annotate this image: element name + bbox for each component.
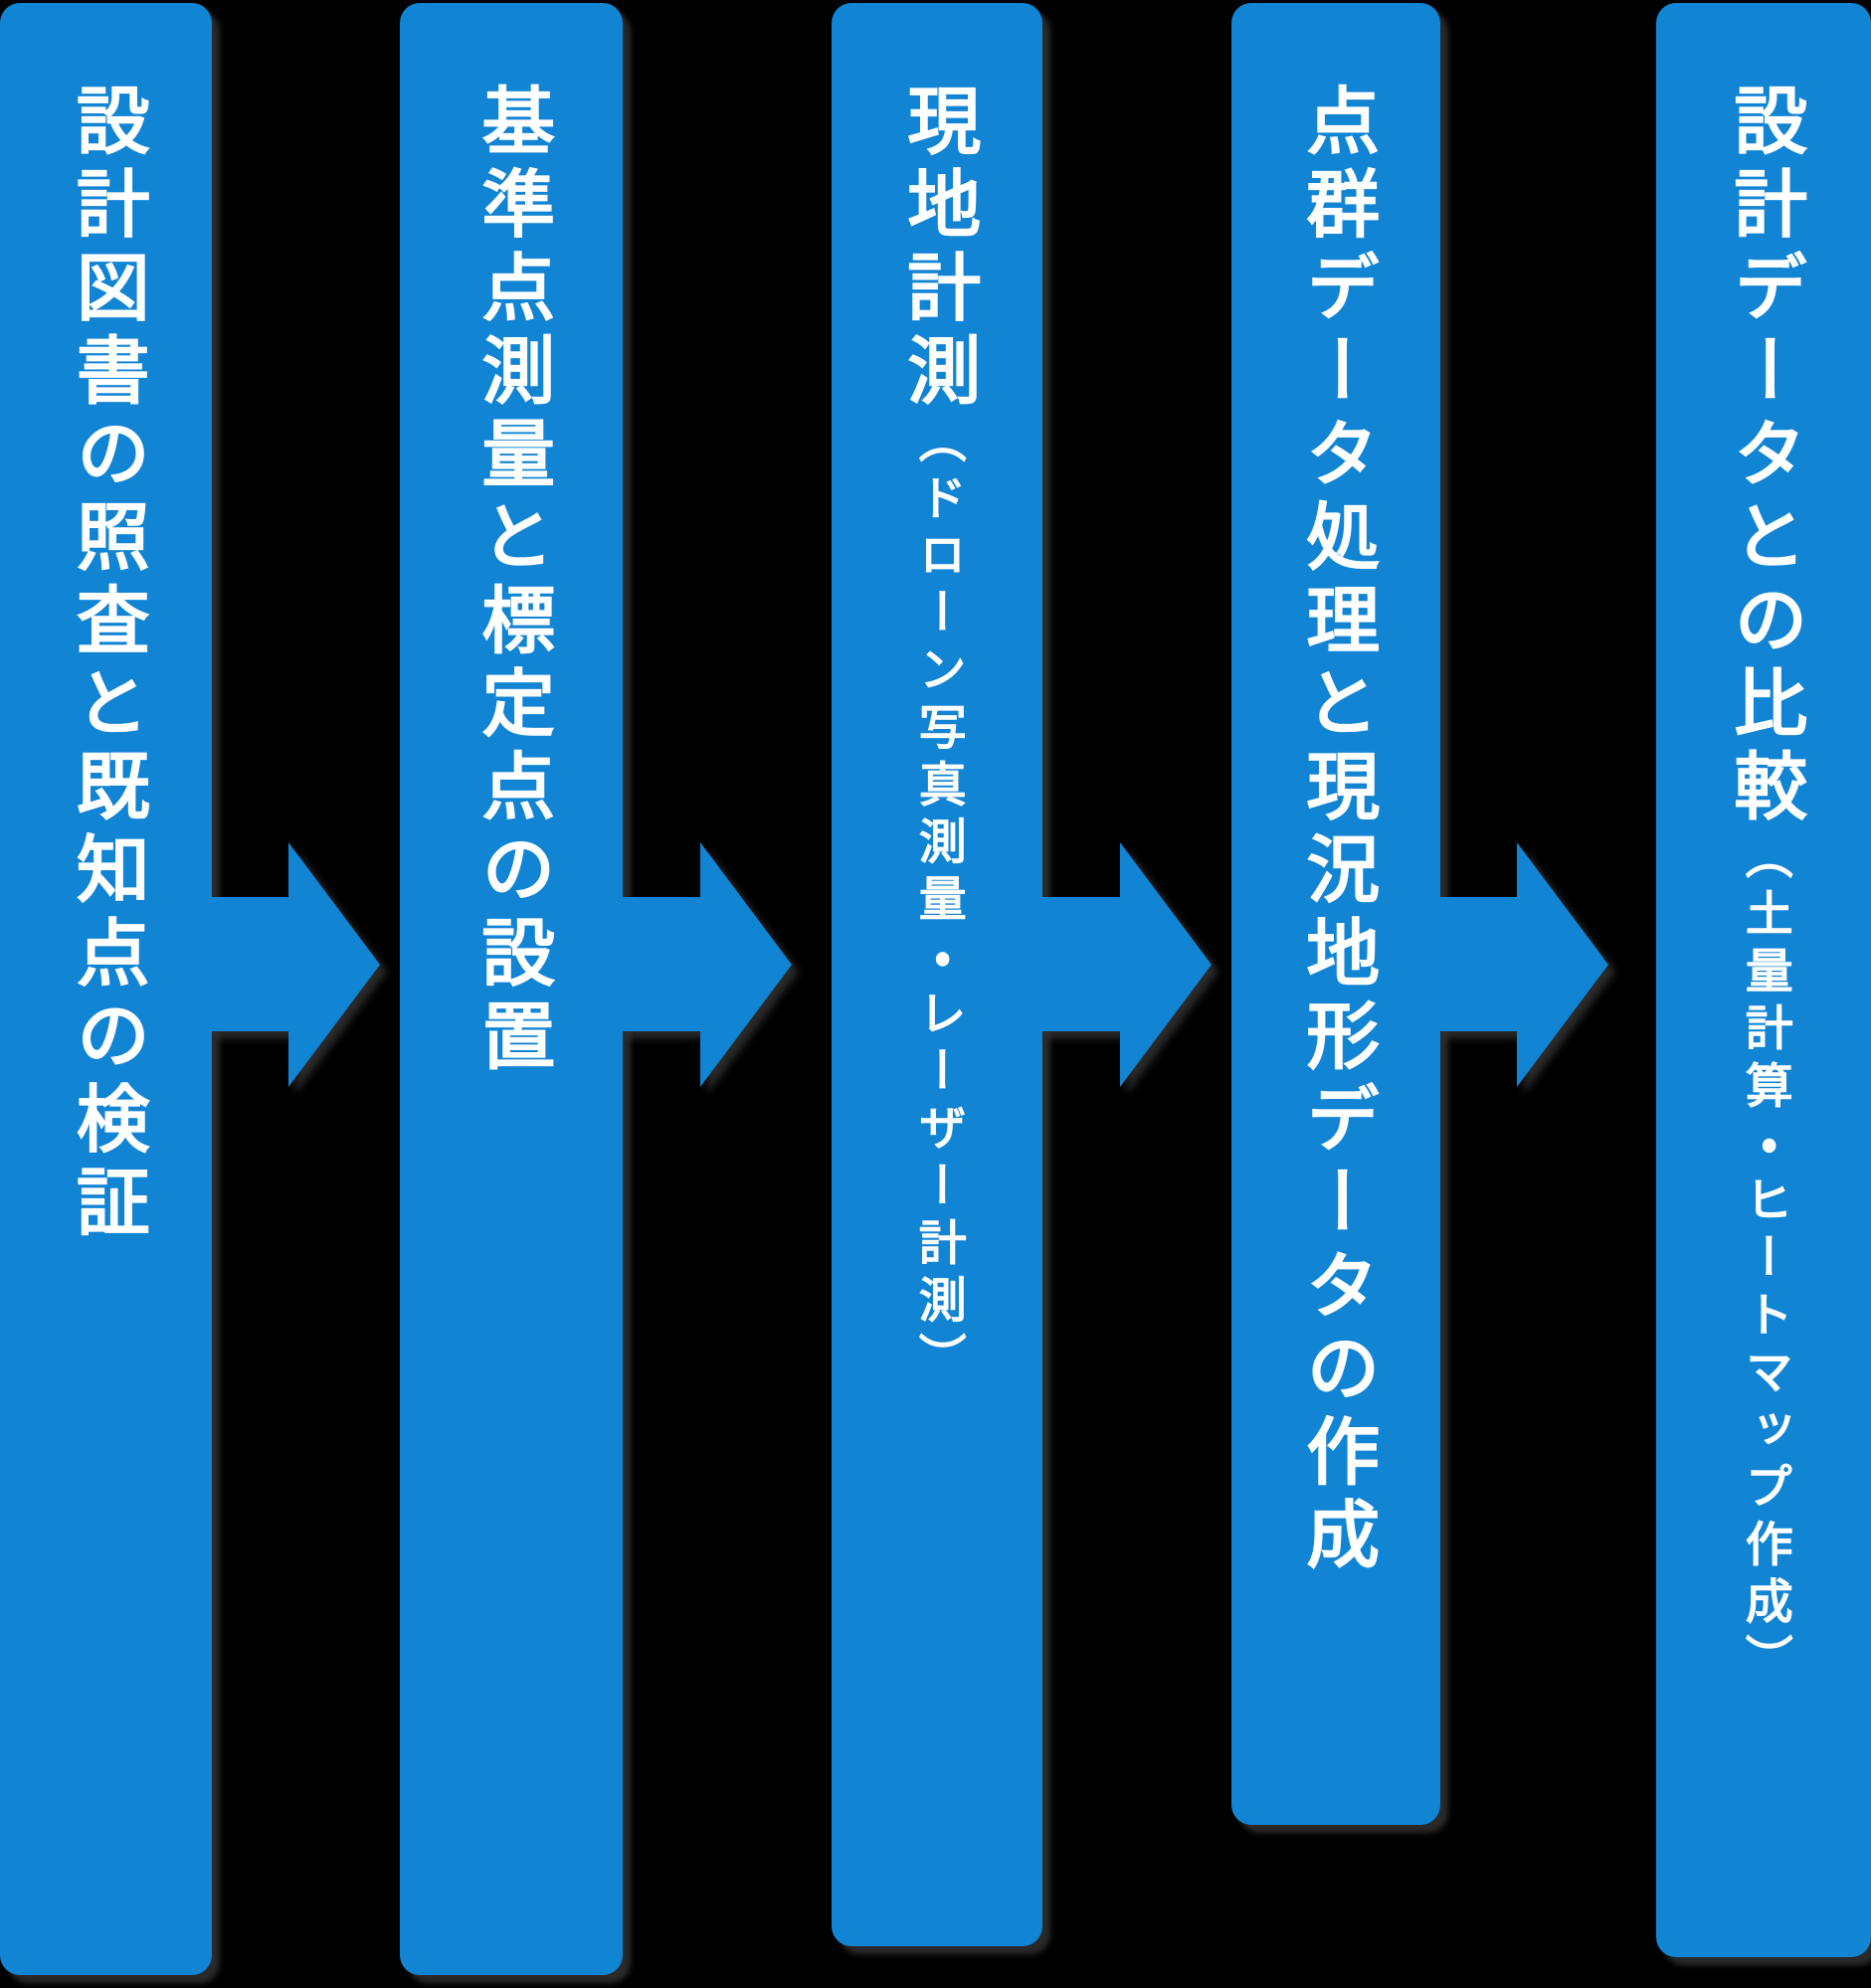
step-2-text: 基準点測量と標定点の設置 [469, 83, 555, 1080]
arrow-head [1120, 842, 1212, 1087]
step-4-text: 点群データ処理と現況地形データの作成 [1294, 83, 1380, 1579]
arrow-shaft [211, 897, 288, 1031]
step-4-bar: 点群データ処理と現況地形データの作成 [1231, 3, 1440, 1825]
step-3-note: （ドローン写真測量・レーザー計測） [909, 415, 966, 1390]
arrow-head [700, 842, 792, 1087]
step-4-label: 点群データ処理と現況地形データの作成 [1293, 83, 1380, 1580]
step-3-label: 現地計測 [894, 83, 981, 416]
step-3-bar: 現地計測（ドローン写真測量・レーザー計測） [832, 3, 1042, 1946]
step-1-label: 設計図書の照査と既知点の検証 [64, 83, 150, 1247]
step-5-note: （土量計算・ヒートマップ作成） [1736, 830, 1792, 1691]
arrow-shaft [1041, 897, 1120, 1031]
step-5-bar: 設計データとの比較（土量計算・ヒートマップ作成） [1656, 3, 1871, 1957]
step-5-label: 設計データとの比較 [1721, 83, 1807, 831]
step-3-text: 現地計測（ドローン写真測量・レーザー計測） [895, 83, 981, 1390]
step-1-text: 設計図書の照査と既知点の検証 [64, 83, 150, 1247]
arrow-head [1517, 842, 1608, 1087]
step-2-label: 基準点測量と標定点の設置 [468, 83, 555, 1081]
arrow-shaft [1439, 897, 1517, 1031]
step-2-bar: 基準点測量と標定点の設置 [400, 3, 623, 1975]
arrow-shaft [622, 897, 700, 1031]
arrow-head [288, 842, 380, 1087]
step-5-text: 設計データとの比較（土量計算・ヒートマップ作成） [1722, 83, 1807, 1691]
step-1-bar: 設計図書の照査と既知点の検証 [0, 3, 212, 1975]
